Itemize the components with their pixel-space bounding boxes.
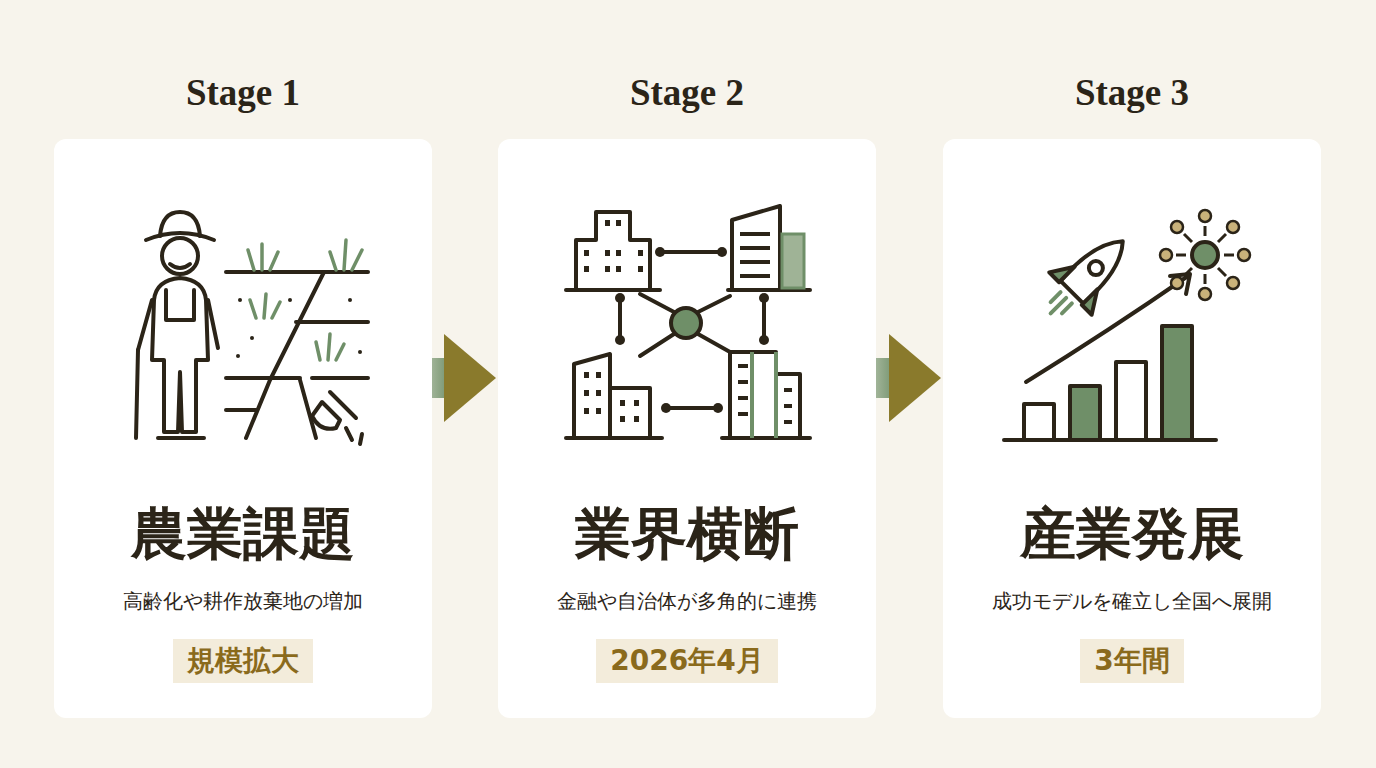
stage-description: 成功モデルを確立し全国へ展開 [955, 587, 1309, 615]
grass-tufts [248, 240, 362, 360]
growth-icon [1004, 274, 1216, 440]
network-hub [671, 308, 701, 338]
tag-row: 2026年4月 [510, 639, 864, 683]
stage-card: Stage 1 農業課題高齢化や耕作放棄地の増加規模拡大 [54, 60, 432, 718]
farmer-icon [136, 212, 368, 444]
stage-title: 業界横断 [510, 499, 864, 569]
building-accent [782, 234, 804, 288]
network-icon [566, 206, 810, 438]
building-accent [752, 352, 776, 438]
stage-tag: 規模拡大 [173, 639, 313, 683]
rocket-icon [1029, 220, 1144, 335]
card-panel: 産業発展成功モデルを確立し全国へ展開 3年間 [943, 139, 1321, 718]
arrow-head [889, 334, 941, 422]
stage-label: Stage 3 [943, 60, 1321, 126]
dotted-soil [236, 298, 362, 358]
tag-row: 規模拡大 [66, 639, 420, 683]
card-panel: 農業課題高齢化や耕作放棄地の増加規模拡大 [54, 139, 432, 718]
stage-card: Stage 2 業界横断金融や自治体が多角的に連携 2026年4月 [498, 60, 876, 718]
sparkle-icon [1160, 210, 1250, 300]
stage-tag: 2026年4月 [596, 639, 777, 683]
stage-label: Stage 2 [498, 60, 876, 126]
stage-card: Stage 3 産業発展成功モデルを確立し全国へ展開 3年間 [943, 60, 1321, 718]
tag-row: 3年間 [955, 639, 1309, 683]
network-endpoints [615, 247, 769, 413]
stage-tag: 3年間 [1080, 639, 1183, 683]
card-panel: 業界横断金融や自治体が多角的に連携 2026年4月 [498, 139, 876, 718]
stage-title: 農業課題 [66, 499, 420, 569]
building-windows [584, 220, 792, 424]
stage-description: 金融や自治体が多角的に連携 [510, 587, 864, 615]
stage-label: Stage 1 [54, 60, 432, 126]
stage-title: 産業発展 [955, 499, 1309, 569]
arrow-head [444, 334, 496, 422]
stage-description: 高齢化や耕作放棄地の増加 [66, 587, 420, 615]
